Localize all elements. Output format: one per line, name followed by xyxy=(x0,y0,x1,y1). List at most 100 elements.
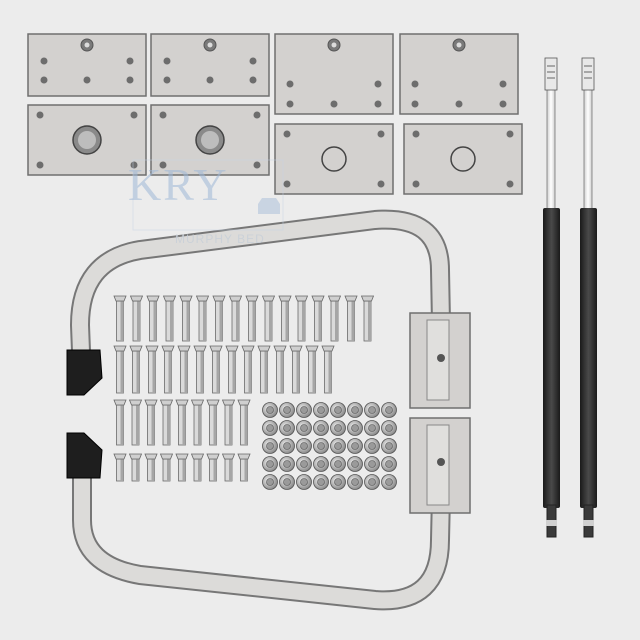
nut-30 xyxy=(364,456,380,472)
bolt-34 xyxy=(175,399,189,446)
nut-21 xyxy=(347,438,363,454)
nut-37 xyxy=(347,474,363,490)
nut-1 xyxy=(279,402,295,418)
nut-8 xyxy=(262,420,278,436)
nut-36 xyxy=(330,474,346,490)
bolt-47 xyxy=(237,453,251,482)
bolt-30 xyxy=(113,399,127,446)
gas-spring-right xyxy=(580,57,597,538)
nut-10 xyxy=(296,420,312,436)
bolt-set xyxy=(113,295,375,482)
bolt-42 xyxy=(159,453,174,482)
nut-11 xyxy=(313,420,329,436)
bolt-32 xyxy=(144,399,158,446)
bolt-38 xyxy=(237,399,251,446)
plate-a1 xyxy=(27,33,147,97)
nut-3 xyxy=(313,402,329,418)
bolt-44 xyxy=(190,453,205,482)
bolt-13 xyxy=(327,295,342,342)
gas-spring-left xyxy=(543,57,560,538)
bolt-29 xyxy=(321,345,335,394)
bolt-12 xyxy=(311,295,325,342)
plate-b1 xyxy=(27,104,147,176)
frame-arm-lower xyxy=(66,417,471,611)
nut-27 xyxy=(313,456,329,472)
nut-38 xyxy=(364,474,380,490)
bolt-0 xyxy=(113,295,127,342)
bolt-6 xyxy=(212,295,226,342)
bolt-10 xyxy=(278,295,292,342)
bolt-24 xyxy=(241,345,255,394)
nut-28 xyxy=(330,456,346,472)
bolt-35 xyxy=(190,399,205,446)
nut-set xyxy=(262,402,397,490)
bolt-22 xyxy=(209,345,223,394)
bolt-41 xyxy=(144,453,158,482)
nut-35 xyxy=(313,474,329,490)
plate-b4 xyxy=(403,123,523,195)
nut-18 xyxy=(296,438,312,454)
bolt-25 xyxy=(257,345,271,394)
nut-0 xyxy=(262,402,278,418)
nut-29 xyxy=(347,456,363,472)
nut-25 xyxy=(279,456,295,472)
nut-17 xyxy=(279,438,295,454)
bolt-27 xyxy=(289,345,303,394)
nut-26 xyxy=(296,456,312,472)
nut-12 xyxy=(330,420,346,436)
bolt-15 xyxy=(360,295,375,342)
nut-22 xyxy=(364,438,380,454)
bolt-39 xyxy=(113,453,127,482)
bolt-45 xyxy=(206,453,220,482)
bolt-3 xyxy=(162,295,177,342)
bolt-21 xyxy=(193,345,207,394)
mounting-plate-top-row xyxy=(27,33,519,115)
bolt-7 xyxy=(228,295,243,342)
bolt-14 xyxy=(344,295,358,342)
bolt-11 xyxy=(294,295,309,342)
plate-a4 xyxy=(399,33,519,115)
frame-arm-upper xyxy=(66,209,471,409)
nut-19 xyxy=(313,438,329,454)
plate-b2 xyxy=(150,104,270,176)
bolt-43 xyxy=(175,453,189,482)
nut-9 xyxy=(279,420,295,436)
bolt-17 xyxy=(129,345,143,394)
bolt-37 xyxy=(221,399,236,446)
bolt-33 xyxy=(159,399,174,446)
bolt-23 xyxy=(225,345,239,394)
watermark-logo xyxy=(132,159,284,231)
nut-13 xyxy=(347,420,363,436)
bolt-20 xyxy=(177,345,191,394)
nut-32 xyxy=(262,474,278,490)
nut-5 xyxy=(347,402,363,418)
bolt-5 xyxy=(195,295,210,342)
bolt-46 xyxy=(221,453,236,482)
nut-34 xyxy=(296,474,312,490)
mounting-plate-second-row xyxy=(27,104,523,195)
bolt-31 xyxy=(128,399,143,446)
bolt-36 xyxy=(206,399,220,446)
bolt-8 xyxy=(245,295,259,342)
nut-39 xyxy=(381,474,397,490)
nut-4 xyxy=(330,402,346,418)
bolt-2 xyxy=(146,295,160,342)
bolt-40 xyxy=(128,453,143,482)
bolt-19 xyxy=(161,345,175,394)
nut-2 xyxy=(296,402,312,418)
nut-24 xyxy=(262,456,278,472)
bolt-4 xyxy=(179,295,193,342)
bolt-28 xyxy=(305,345,319,394)
bolt-16 xyxy=(113,345,127,394)
nut-20 xyxy=(330,438,346,454)
bolt-26 xyxy=(273,345,287,394)
plate-b3 xyxy=(274,123,394,195)
nut-6 xyxy=(364,402,380,418)
nut-31 xyxy=(381,456,397,472)
bolt-9 xyxy=(261,295,276,342)
nut-15 xyxy=(381,420,397,436)
plate-a3 xyxy=(274,33,394,115)
nut-16 xyxy=(262,438,278,454)
